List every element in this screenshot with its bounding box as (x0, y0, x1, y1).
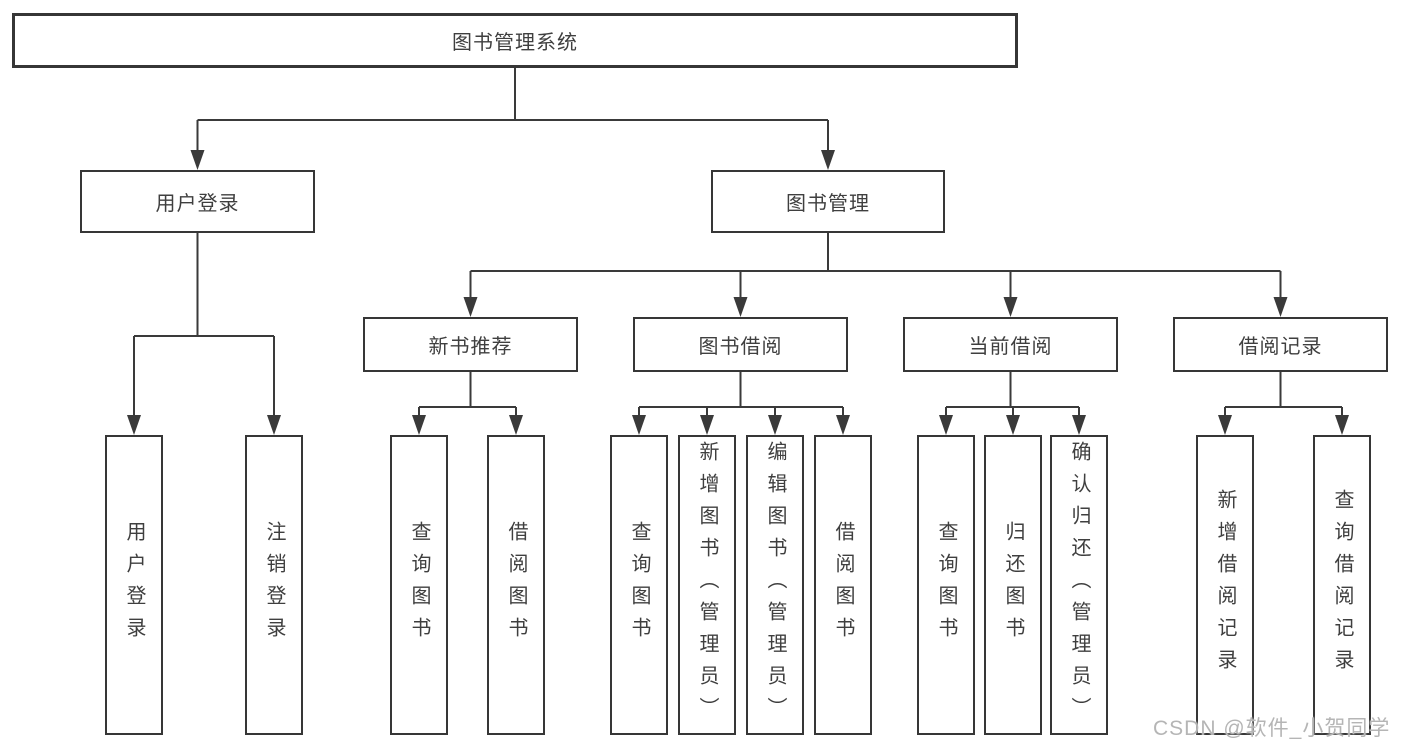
leaf-borrow-add-books-admin-label: 新增图书（管理员） (696, 441, 718, 729)
node-library-management-system: 图书管理系统 (12, 13, 1018, 68)
arrowhead-icon (1218, 415, 1232, 435)
leaf-borrow-query-books: 查询图书 (610, 435, 668, 735)
leaf-current-return-books-label: 归还图书 (1002, 521, 1024, 649)
arrowhead-icon (463, 297, 478, 317)
node-book-borrow: 图书借阅 (633, 317, 848, 372)
arrowhead-icon (1003, 297, 1018, 317)
leaf-user-login: 用户登录 (105, 435, 163, 735)
leaf-borrow-borrow-books: 借阅图书 (814, 435, 872, 735)
node-book-management: 图书管理 (711, 170, 945, 233)
arrowhead-icon (267, 415, 281, 435)
arrowhead-icon (700, 415, 714, 435)
leaf-logout: 注销登录 (245, 435, 303, 735)
arrowhead-icon (939, 415, 953, 435)
arrowhead-icon (768, 415, 782, 435)
leaf-current-confirm-return-admin-label: 确认归还（管理员） (1068, 441, 1090, 729)
leaf-records-add-record-label: 新增借阅记录 (1214, 489, 1236, 681)
csdn-watermark: CSDN @软件_小贺同学 (1153, 717, 1391, 740)
connector-root-to-level2 (196, 68, 829, 152)
arrowhead-icon (1072, 415, 1086, 435)
leaf-borrow-borrow-books-label: 借阅图书 (832, 521, 854, 649)
arrowhead-icon (632, 415, 646, 435)
connector-user-login-to-leaves (133, 233, 275, 417)
arrowhead-icon (127, 415, 141, 435)
leaf-recommend-borrow-books: 借阅图书 (487, 435, 545, 735)
arrowhead-icon (821, 150, 835, 170)
leaf-records-query-record: 查询借阅记录 (1313, 435, 1371, 735)
arrowhead-icon (1335, 415, 1349, 435)
leaf-recommend-query-books: 查询图书 (390, 435, 448, 735)
arrowhead-icon (836, 415, 850, 435)
node-current-borrow: 当前借阅 (903, 317, 1118, 372)
leaf-records-query-record-label: 查询借阅记录 (1331, 489, 1353, 681)
leaf-current-query-books-label: 查询图书 (935, 521, 957, 649)
leaf-borrow-query-books-label: 查询图书 (628, 521, 650, 649)
arrowhead-icon (412, 415, 426, 435)
connector-current-borrow-to-leaves (945, 372, 1080, 417)
leaf-current-return-books: 归还图书 (984, 435, 1042, 735)
leaf-borrow-add-books-admin: 新增图书（管理员） (678, 435, 736, 735)
leaf-records-add-record: 新增借阅记录 (1196, 435, 1254, 735)
arrowhead-icons (127, 150, 1349, 435)
arrowhead-icon (1006, 415, 1020, 435)
connector-new-book-recommend-to-leaves (418, 372, 517, 417)
leaf-recommend-borrow-books-label: 借阅图书 (505, 521, 527, 649)
leaf-current-confirm-return-admin: 确认归还（管理员） (1050, 435, 1108, 735)
leaf-borrow-edit-books-admin-label: 编辑图书（管理员） (764, 441, 786, 729)
arrowhead-icon (190, 150, 205, 170)
leaf-current-query-books: 查询图书 (917, 435, 975, 735)
leaf-borrow-edit-books-admin: 编辑图书（管理员） (746, 435, 804, 735)
connector-borrow-records-to-leaves (1224, 372, 1343, 417)
node-borrow-records: 借阅记录 (1173, 317, 1388, 372)
leaf-user-login-label: 用户登录 (123, 521, 145, 649)
node-new-book-recommend: 新书推荐 (363, 317, 578, 372)
connector-book-management-to-level3 (469, 233, 1282, 299)
leaf-recommend-query-books-label: 查询图书 (408, 521, 430, 649)
leaf-logout-label: 注销登录 (263, 521, 285, 649)
arrowhead-icon (733, 297, 748, 317)
arrowhead-icon (509, 415, 523, 435)
arrowhead-icon (1273, 297, 1288, 317)
node-user-login: 用户登录 (80, 170, 315, 233)
connector-book-borrow-to-leaves (638, 372, 844, 417)
